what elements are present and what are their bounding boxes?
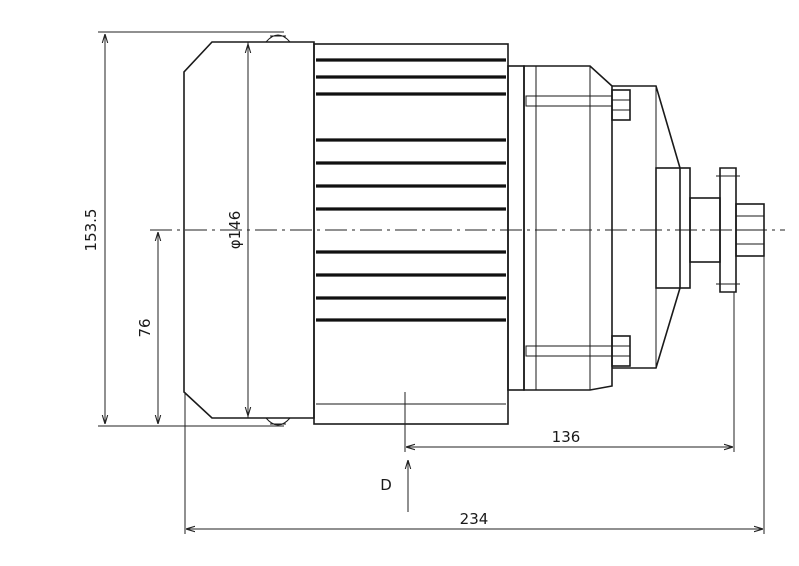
sprocket-offset-label: 136 xyxy=(552,428,581,446)
gearbox-housing xyxy=(507,65,691,391)
overall-length-label: 234 xyxy=(460,510,489,528)
bottom-bolt xyxy=(525,335,631,367)
overall-height-label: 153.5 xyxy=(82,209,100,252)
sprocket xyxy=(716,167,740,293)
stator-body xyxy=(313,43,509,425)
housing-diameter-label: φ146 xyxy=(226,211,244,250)
view-label: D xyxy=(380,476,392,494)
axis-height-label: 76 xyxy=(136,318,154,337)
shaft-nut xyxy=(735,203,765,257)
top-bolt xyxy=(525,89,631,121)
